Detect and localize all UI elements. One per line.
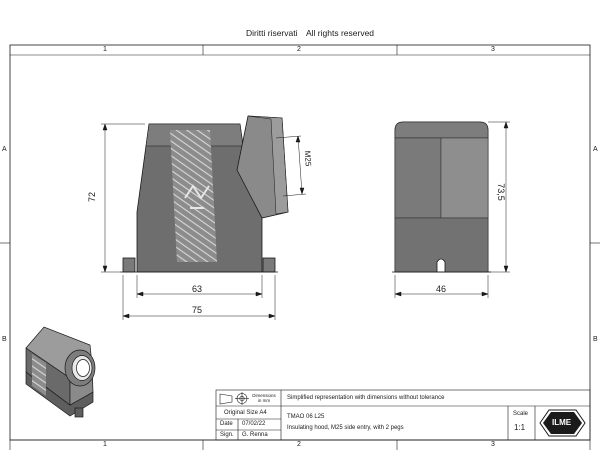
dim-height-right: 73,5	[495, 183, 506, 201]
date-label: Date	[220, 421, 233, 427]
row-marker-a-left: A	[2, 146, 7, 153]
iso-hatch	[32, 354, 46, 396]
column-marker-2: 2	[297, 46, 301, 53]
rights-reserved-en: All rights reserved	[306, 28, 375, 38]
dim-height-left: 72	[87, 191, 98, 203]
ime-logo-emboss	[184, 184, 210, 209]
right-peg	[262, 257, 276, 273]
row-marker-b-left: B	[2, 336, 7, 343]
dim-width-outer: 75	[192, 305, 203, 315]
ilme-logo-icon	[539, 409, 586, 437]
cable-entry-face	[247, 115, 289, 215]
sign-value: G. Renna	[242, 432, 268, 438]
rights-reserved-it: Diritti riservati	[246, 28, 298, 38]
dim-entry-thread: M25	[302, 150, 313, 167]
title-block-frame	[215, 389, 591, 441]
front-view-hood	[120, 115, 289, 273]
outer-border	[9, 44, 591, 441]
side-upper-half	[394, 137, 442, 219]
iso-peg	[74, 407, 84, 418]
part-description: Insulating hood, M25 side entry, with 2 …	[287, 425, 404, 431]
sign-label: Sign.	[220, 432, 234, 438]
column-marker-1: 1	[103, 46, 107, 53]
dim-width-right: 46	[436, 284, 447, 294]
side-view-hood	[392, 121, 491, 273]
scale-value: 1:1	[514, 423, 526, 432]
scale-label: Scale	[513, 411, 529, 417]
tolerance-note: Simplified representation with dimension…	[287, 395, 445, 401]
hatched-grip	[170, 130, 217, 262]
side-notch	[436, 258, 446, 273]
column-marker-3-bottom: 3	[491, 441, 495, 448]
side-top-cap	[394, 121, 489, 139]
row-marker-a-right: A	[593, 146, 598, 153]
row-marker-b-right: B	[593, 336, 598, 343]
part-code: TMAO 06 L25	[287, 414, 325, 420]
column-marker-1-bottom: 1	[103, 441, 107, 448]
dim-width-inner: 63	[192, 284, 203, 294]
dimension-lines	[101, 121, 510, 320]
original-size: Original Size A4	[224, 410, 267, 416]
column-marker-3: 3	[491, 46, 495, 53]
column-marker-2-bottom: 2	[297, 441, 301, 448]
iso-entry-hole	[76, 359, 90, 377]
dimensions-in-mm-caption: Dimensions in mm	[252, 393, 276, 403]
iso-view-hood	[25, 326, 96, 418]
left-peg	[122, 257, 136, 273]
ilme-logo-text: ILME	[552, 418, 572, 427]
side-upper-right	[440, 137, 489, 219]
date-value: 07/02/22	[242, 421, 266, 427]
projection-symbol-icon	[219, 392, 249, 405]
